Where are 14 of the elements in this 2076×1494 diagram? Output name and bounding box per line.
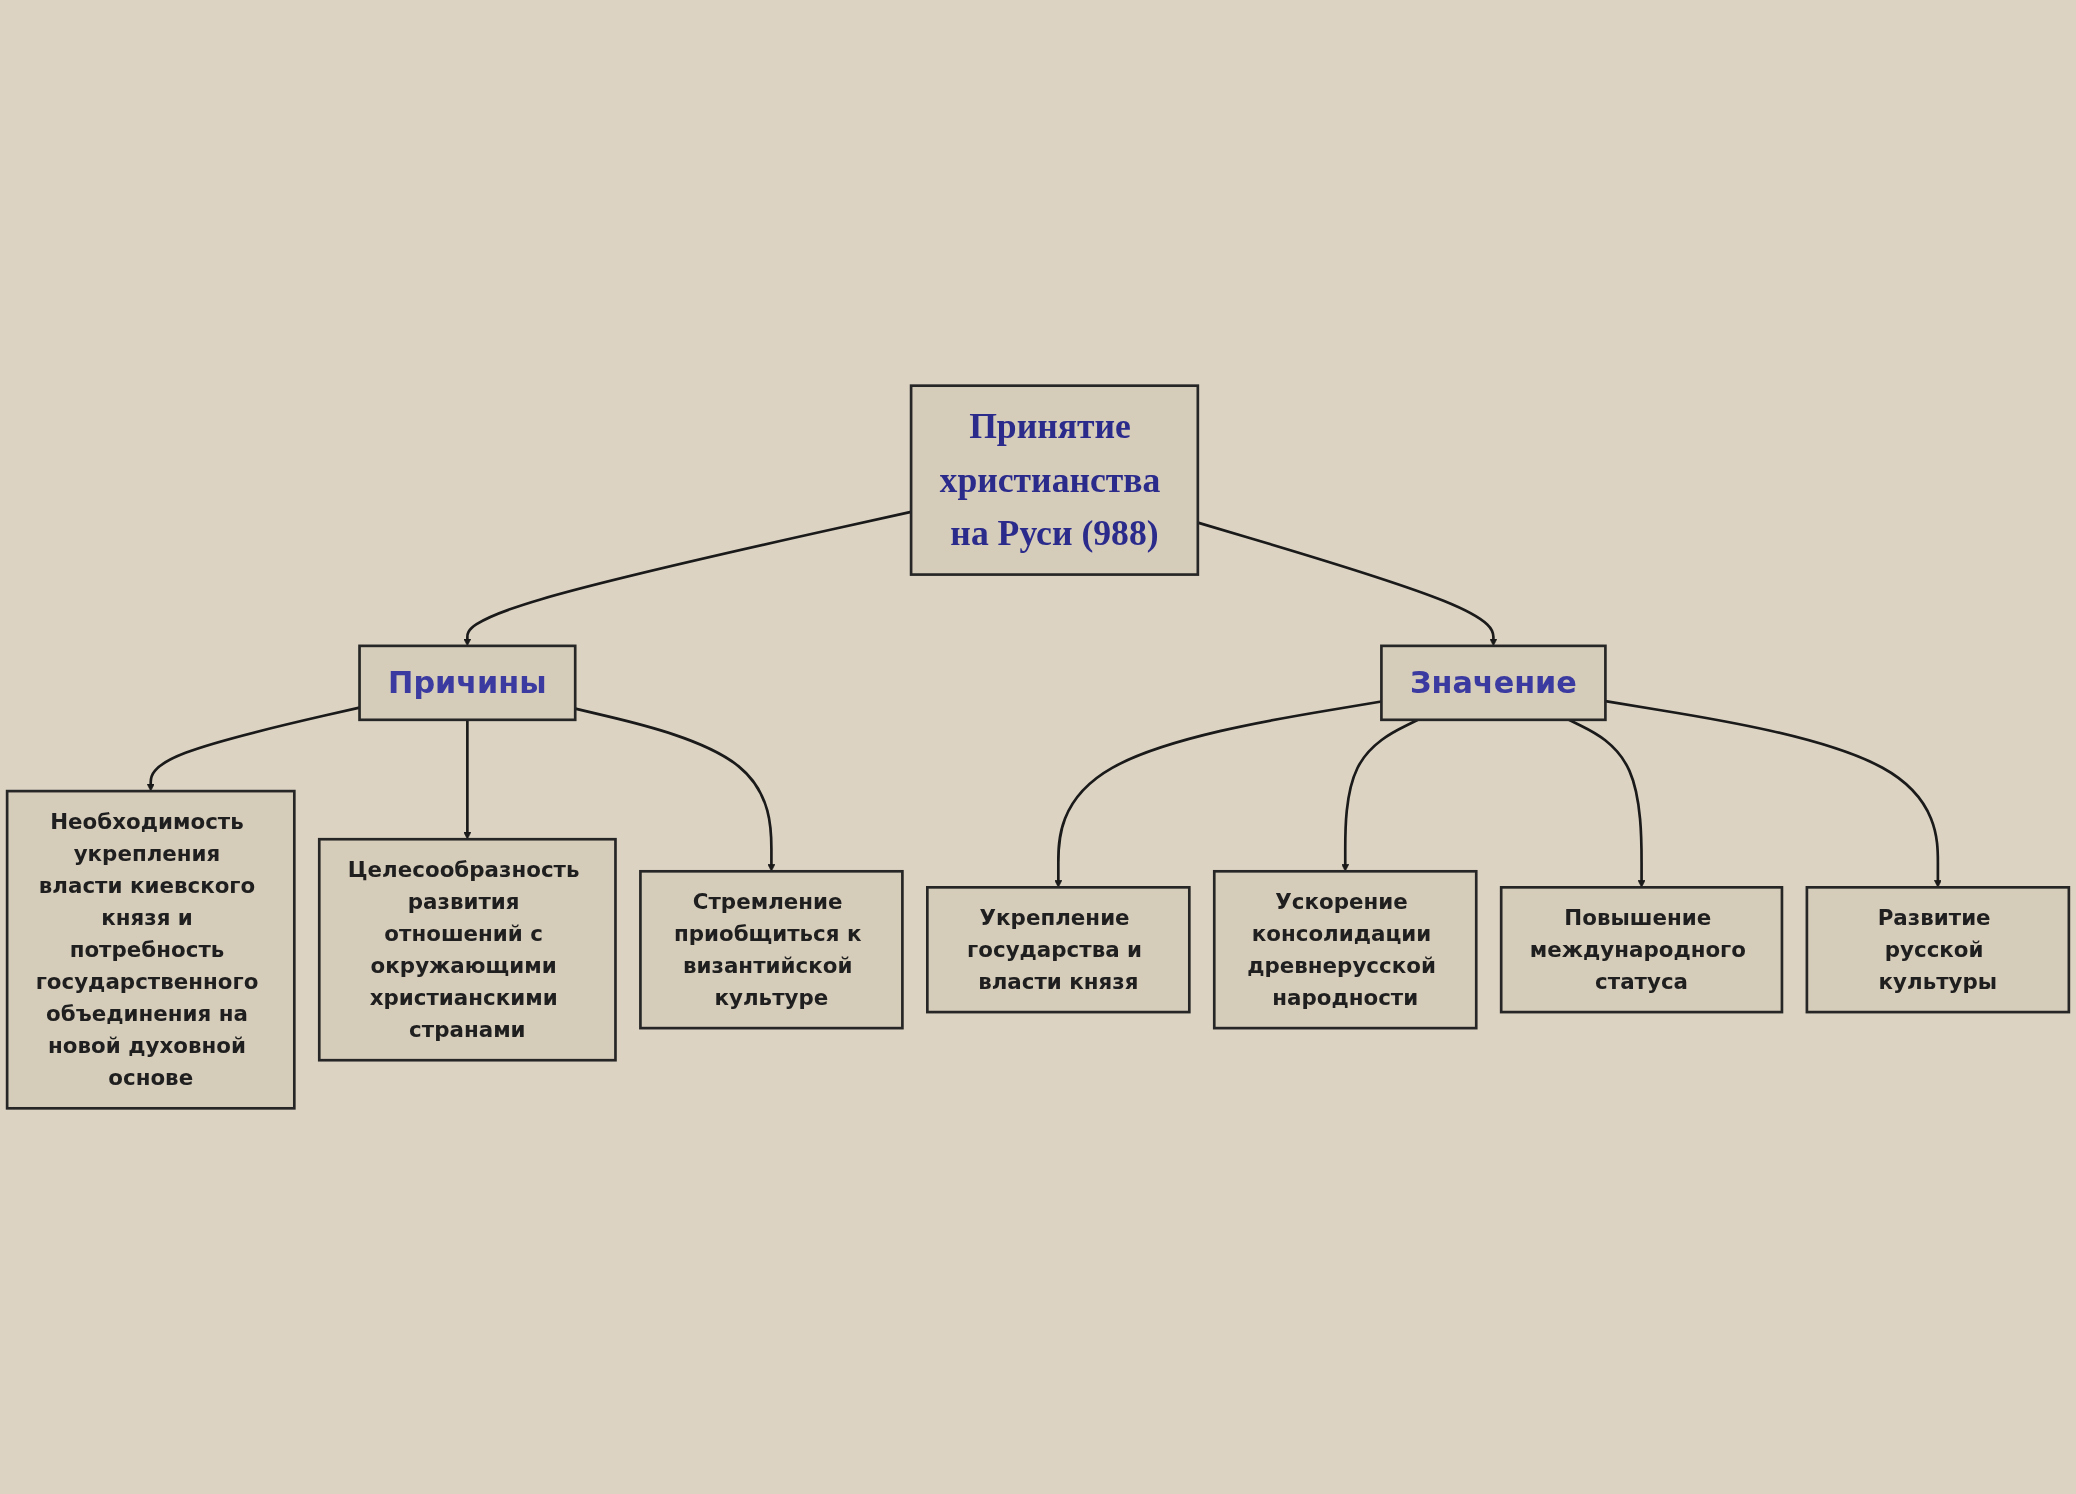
node-box: Причины bbox=[358, 644, 577, 722]
node-box: Развитие русской культуры bbox=[1805, 886, 2071, 1014]
node-box: Укрепление государства и власти князя bbox=[926, 886, 1191, 1014]
node-box: Повышение международного статуса bbox=[1499, 886, 1784, 1014]
arrow bbox=[1054, 700, 1382, 888]
node-box: Стремление приобщиться к византийской культуре bbox=[639, 869, 904, 1030]
node-box: Принятие христианства на Руси (988) bbox=[909, 384, 1200, 576]
node-box: Целесообразность развития отношений с окружающими христианскими странами bbox=[317, 837, 617, 1062]
arrow bbox=[463, 719, 472, 840]
arrow bbox=[146, 706, 360, 792]
arrow bbox=[1605, 699, 1942, 888]
node-box: Ускорение консолидации древнерусской народности bbox=[1212, 869, 1478, 1030]
node-box: Необходимость укрепления власти киевского князя и потребность государственного объединения на новой духовной основе bbox=[5, 789, 296, 1110]
node-box: Значение bbox=[1380, 644, 1607, 722]
